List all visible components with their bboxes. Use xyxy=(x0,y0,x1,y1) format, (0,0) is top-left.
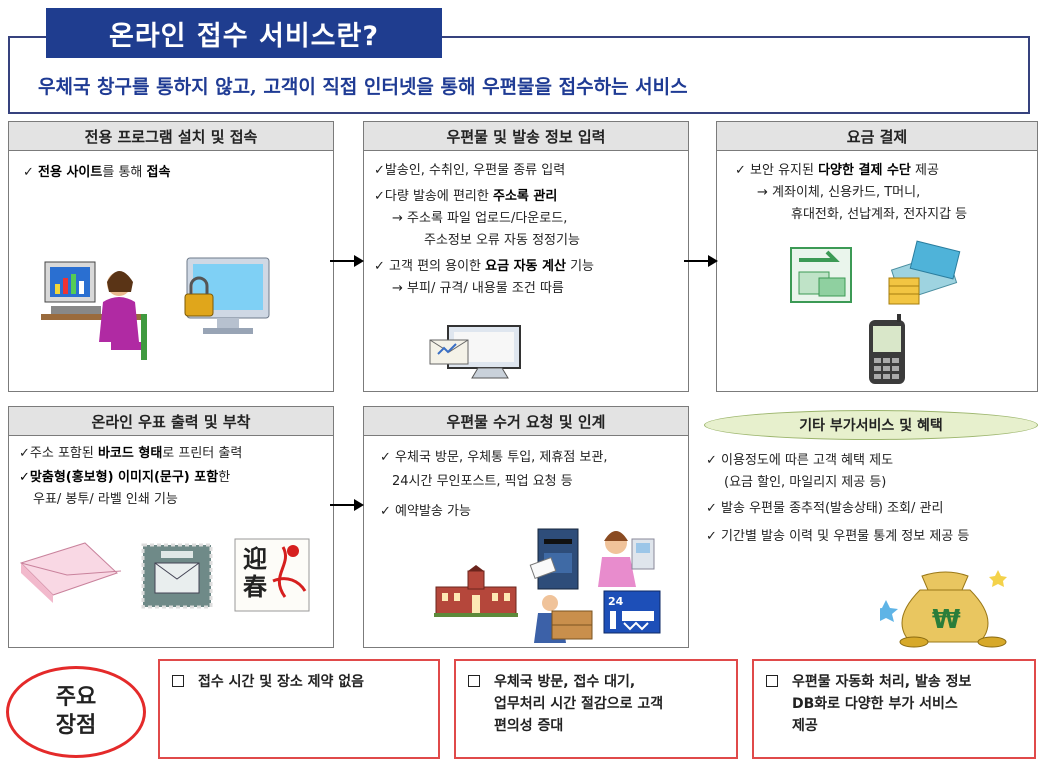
stamp-line-3: 우표/ 봉투/ 라벨 인쇄 기능 xyxy=(33,492,178,507)
extra-line-3: ✓ 발송 우편물 종추적(발송상태) 조회/ 관리 xyxy=(706,501,944,516)
advantage-item: 접수 시간 및 장소 제약 없음 xyxy=(158,659,440,759)
arrow-right-icon xyxy=(330,255,364,267)
arrow-right-icon xyxy=(330,499,364,511)
panel-stamp-title: 온라인 우표 출력 및 부착 xyxy=(9,407,333,436)
email-monitor-icon xyxy=(429,325,521,379)
input-line-2: ✓다량 발송에 편리한 주소록 관리 xyxy=(374,189,558,204)
advantage-text: 우체국 방문, 접수 대기, 업무처리 시간 절감으로 고객 편의성 증대 xyxy=(494,674,664,734)
arrow-right-icon xyxy=(684,255,718,267)
post-clerk-icon xyxy=(598,531,655,587)
payment-line-2: → 계좌이체, 신용카드, T머니, xyxy=(757,185,921,200)
panel-pickup: 우편물 수거 요청 및 인계 ✓ 우체국 방문, 우체통 투입, 제휴점 보관,… xyxy=(363,406,689,648)
page-title: 온라인 접수 서비스란? xyxy=(46,8,442,58)
stamp-line-2: ✓맞춤형(홍보형) 이미지(문구) 포함한 xyxy=(19,470,231,485)
advantages-label: 주요 장점 xyxy=(6,666,146,758)
input-line-4: 주소정보 오류 자동 정정기능 xyxy=(424,233,580,248)
pickup-line-1: ✓ 우체국 방문, 우체통 투입, 제휴점 보관, xyxy=(380,450,608,465)
svg-text:24: 24 xyxy=(608,595,624,608)
input-line-6: → 부피/ 규격/ 내용물 조건 따름 xyxy=(392,281,564,296)
input-line-1: ✓발송인, 수취인, 우편물 종류 입력 xyxy=(374,163,566,178)
secure-monitor-icon xyxy=(184,257,270,334)
24-hour-post-icon: 24 xyxy=(603,590,661,634)
install-line-1: ✓ 전용 사이트를 통해 접속 xyxy=(23,165,171,180)
post-office-building-icon xyxy=(434,565,518,617)
advantage-text: 우편물 자동화 처리, 발송 정보 DB화로 다양한 부가 서비스 제공 xyxy=(792,674,972,734)
bank-transfer-icon xyxy=(790,247,852,303)
svg-text:春: 春 xyxy=(243,572,267,601)
advantage-text: 접수 시간 및 장소 제약 없음 xyxy=(198,674,365,690)
panel-install-title: 전용 프로그램 설치 및 접속 xyxy=(9,122,333,151)
checkbox-icon xyxy=(766,675,778,687)
panel-pickup-title: 우편물 수거 요청 및 인계 xyxy=(364,407,688,436)
header-frame xyxy=(8,36,1030,114)
mailbox-icon xyxy=(529,528,579,590)
pickup-line-3: ✓ 예약발송 가능 xyxy=(380,504,471,519)
delivery-man-icon xyxy=(534,595,593,643)
payment-line-1: ✓ 보안 유지된 다양한 결제 수단 제공 xyxy=(735,163,939,178)
checkbox-icon xyxy=(468,675,480,687)
payment-line-3: 휴대전화, 선납계좌, 전자지갑 등 xyxy=(791,207,968,222)
advantages-label-line-1: 주요 xyxy=(55,685,97,710)
money-bag-icon: ₩ xyxy=(880,570,1007,648)
stamp-line-1: ✓주소 포함된 바코드 형태로 프린터 출력 xyxy=(19,446,243,461)
pickup-line-2: 24시간 무인포스트, 픽업 요청 등 xyxy=(392,474,573,489)
svg-text:₩: ₩ xyxy=(932,605,961,635)
input-line-5: ✓ 고객 편의 용이한 요금 자동 계산 기능 xyxy=(374,259,595,274)
extra-line-1: ✓ 이용정도에 따른 고객 혜택 제도 xyxy=(706,453,894,468)
money-card-icon xyxy=(888,240,961,305)
panel-input: 우편물 및 발송 정보 입력 ✓발송인, 수취인, 우편물 종류 입력 ✓다량 … xyxy=(363,121,689,392)
invitation-stamp-icon xyxy=(141,543,213,609)
advantage-item: 우편물 자동화 처리, 발송 정보 DB화로 다양한 부가 서비스 제공 xyxy=(752,659,1036,759)
advantage-item: 우체국 방문, 접수 대기, 업무처리 시간 절감으로 고객 편의성 증대 xyxy=(454,659,738,759)
input-line-3: → 주소록 파일 업로드/다운로드, xyxy=(392,211,568,226)
extra-benefits-title: 기타 부가서비스 및 혜택 xyxy=(704,410,1038,440)
header-line xyxy=(8,36,46,38)
svg-text:迎: 迎 xyxy=(243,544,267,573)
advantages-label-line-2: 장점 xyxy=(55,713,97,738)
new-year-card-icon: 迎 春 xyxy=(234,538,310,612)
panel-install: 전용 프로그램 설치 및 접속 ✓ 전용 사이트를 통해 접속 xyxy=(8,121,334,392)
greeting-card-icon xyxy=(20,542,122,603)
computer-user-icon xyxy=(41,261,147,360)
extra-line-4: ✓ 기간별 발송 이력 및 우편물 통계 정보 제공 등 xyxy=(706,529,970,544)
extra-line-2: (요금 할인, 마일리지 제공 등) xyxy=(724,475,887,490)
panel-input-title: 우편물 및 발송 정보 입력 xyxy=(364,122,688,151)
page-subtitle: 우체국 창구를 통하지 않고, 고객이 직접 인터넷을 통해 우편물을 접수하는… xyxy=(38,76,688,98)
mobile-phone-icon xyxy=(869,314,905,384)
header-line xyxy=(442,36,1030,38)
checkbox-icon xyxy=(172,675,184,687)
panel-payment: 요금 결제 ✓ 보안 유지된 다양한 결제 수단 제공 → 계좌이체, 신용카드… xyxy=(716,121,1038,392)
panel-stamp: 온라인 우표 출력 및 부착 ✓주소 포함된 바코드 형태로 프린터 출력 ✓맞… xyxy=(8,406,334,648)
panel-payment-title: 요금 결제 xyxy=(717,122,1037,151)
